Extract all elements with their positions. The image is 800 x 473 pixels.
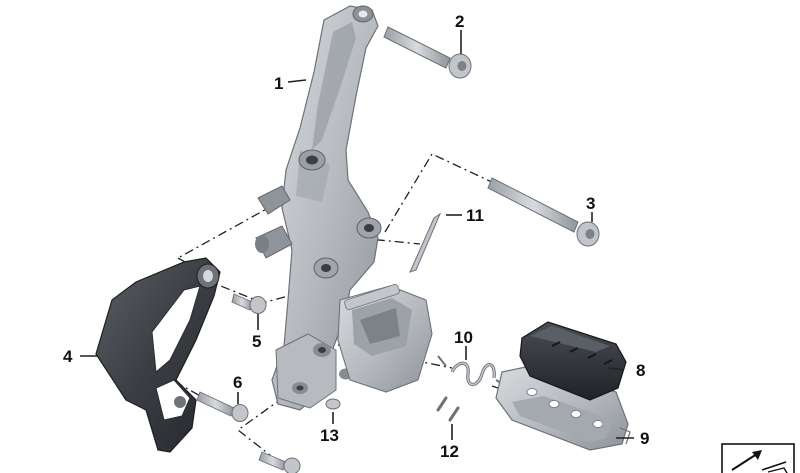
heel-guard — [95, 257, 221, 453]
pivot-clevis — [337, 283, 433, 393]
callout-9: 9 — [640, 429, 649, 448]
pin-11 — [409, 212, 442, 273]
bolt-top — [383, 26, 472, 79]
callout-3: 3 — [586, 194, 595, 213]
corner-symbol — [721, 443, 795, 473]
bolt-6 — [196, 391, 249, 422]
callout-11: 11 — [466, 206, 484, 225]
callout-13: 13 — [320, 426, 339, 445]
callout-8: 8 — [636, 361, 645, 380]
spring-10 — [437, 355, 507, 387]
callout-12: 12 — [440, 442, 459, 461]
callout-5: 5 — [252, 332, 261, 351]
callout-10: 10 — [454, 328, 473, 347]
washer-13 — [325, 398, 341, 410]
clips-12 — [436, 396, 460, 422]
bolt-long — [487, 177, 600, 247]
callout-2: 2 — [455, 12, 464, 31]
bolt-small-5 — [231, 293, 267, 314]
rubber-pad-8 — [519, 321, 627, 401]
callout-6: 6 — [233, 373, 242, 392]
footrest-bracket — [255, 5, 382, 411]
callout-4: 4 — [63, 347, 73, 366]
callout-1: 1 — [274, 74, 283, 93]
bolt-bottom — [258, 451, 301, 473]
callout-labels: 1 2 3 4 5 6 8 9 10 11 12 13 — [63, 12, 649, 461]
leader-lines — [80, 30, 634, 440]
